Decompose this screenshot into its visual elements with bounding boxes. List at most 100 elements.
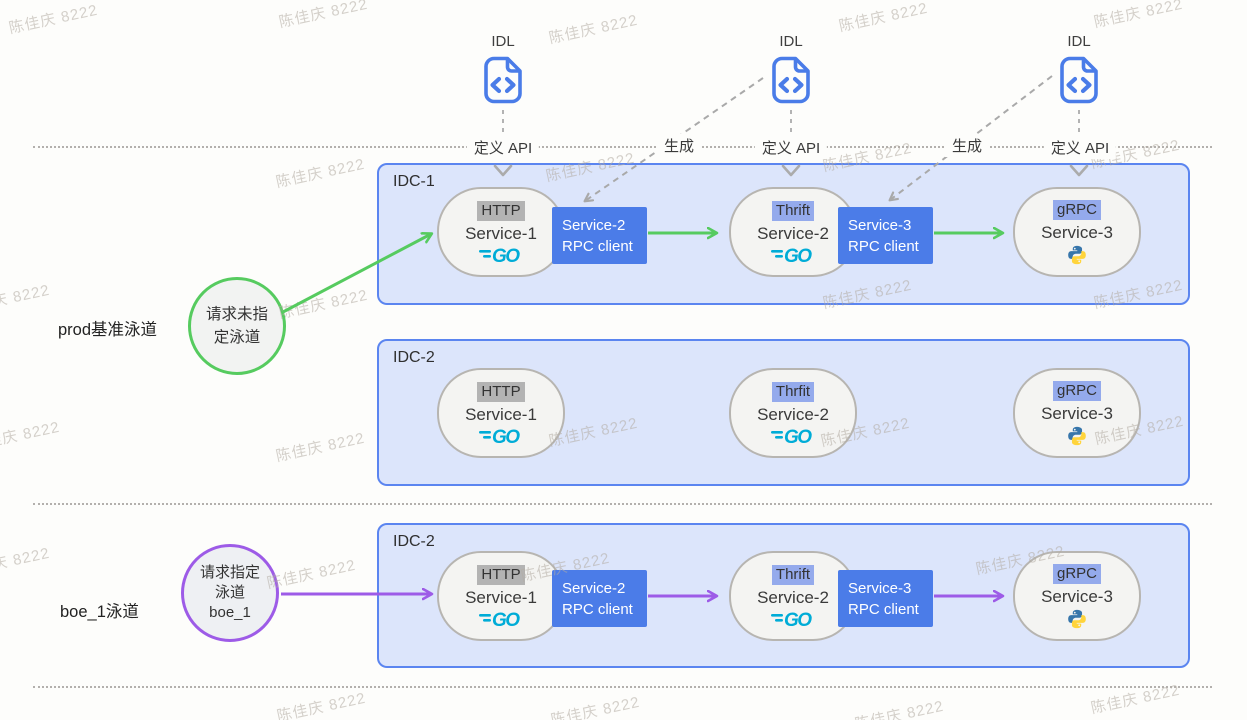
- request-circle-text: 泳道: [214, 584, 245, 601]
- idl-label: IDL: [779, 33, 803, 50]
- protocol-badge: HTTP: [477, 201, 525, 221]
- rpc-client-box: Service-2 RPC client: [552, 207, 647, 264]
- watermark: 陈佳庆 8222: [0, 418, 62, 455]
- idc-box-label: IDC-2: [393, 349, 435, 366]
- python-logo-icon: [1068, 245, 1086, 265]
- svg-text:GO: GO: [492, 246, 520, 265]
- service-node-2: Thrift Service-2 GO: [729, 551, 857, 641]
- go-logo-icon: GO: [771, 610, 814, 629]
- service-node-1: HTTP Service-1 GO: [437, 368, 565, 458]
- watermark: 陈佳庆 8222: [547, 11, 640, 48]
- watermark: 陈佳庆 8222: [7, 1, 100, 38]
- protocol-badge: Thrfit: [771, 382, 815, 402]
- protocol-badge: gRPC: [1052, 381, 1101, 401]
- rpc-client-line2: RPC client: [562, 601, 633, 618]
- rpc-client-line2: RPC client: [848, 601, 919, 618]
- service-node-2: Thrfit Service-2 GO: [729, 368, 857, 458]
- service-node-2: Thrift Service-2 GO: [729, 187, 857, 277]
- service-name: Service-1: [465, 224, 537, 243]
- protocol-badge: HTTP: [477, 382, 525, 402]
- watermark: 陈佳庆 8222: [275, 689, 368, 720]
- watermark: 陈佳庆 8222: [1092, 0, 1185, 32]
- service-name: Service-1: [465, 405, 537, 424]
- separator-line-middle: [33, 503, 1212, 505]
- idl-group-2: IDL: [761, 33, 821, 110]
- protocol-badge: HTTP: [477, 565, 525, 585]
- request-circle-prod: 请求未指 定泳道: [188, 277, 286, 375]
- request-circle-text: 请求未指: [205, 306, 268, 323]
- go-logo-icon: GO: [479, 246, 522, 265]
- rpc-client-box: Service-3 RPC client: [838, 570, 933, 627]
- request-circle-text: 请求指定: [199, 564, 260, 581]
- protocol-badge: Thrift: [771, 201, 815, 221]
- idl-file-icon: [484, 56, 522, 104]
- define-api-label-2: 定义 API: [754, 136, 828, 159]
- svg-text:GO: GO: [784, 427, 812, 446]
- watermark: 陈佳庆 8222: [0, 281, 52, 318]
- watermark: 陈佳庆 8222: [837, 0, 930, 36]
- go-logo-icon: GO: [771, 246, 814, 265]
- rpc-client-line2: RPC client: [562, 238, 633, 255]
- watermark: 陈佳庆 8222: [549, 693, 642, 720]
- idl-file-icon: [1060, 56, 1098, 104]
- service-node-3: gRPC Service-3: [1013, 551, 1141, 641]
- service-name: Service-3: [1041, 223, 1113, 242]
- protocol-badge: Thrift: [771, 565, 815, 585]
- go-logo-icon: GO: [479, 610, 522, 629]
- service-name: Service-2: [757, 224, 829, 243]
- idc-box-label: IDC-1: [393, 173, 435, 190]
- rpc-client-line1: Service-3: [848, 580, 912, 597]
- watermark: 陈佳庆 8222: [277, 0, 370, 32]
- rpc-client-box: Service-3 RPC client: [838, 207, 933, 264]
- protocol-badge: gRPC: [1052, 200, 1101, 220]
- service-node-1: HTTP Service-1 GO: [437, 551, 565, 641]
- request-circle-text: 定泳道: [213, 329, 261, 346]
- watermark: 陈佳庆 8222: [274, 429, 367, 466]
- service-name: Service-3: [1041, 404, 1113, 423]
- svg-text:GO: GO: [784, 246, 812, 265]
- watermark: 陈佳庆 8222: [1089, 681, 1182, 718]
- service-node-1: HTTP Service-1 GO: [437, 187, 565, 277]
- request-circle-boe1: 请求指定 泳道 boe_1: [181, 544, 279, 642]
- go-logo-icon: GO: [479, 427, 522, 446]
- service-name: Service-3: [1041, 587, 1113, 606]
- rpc-client-line1: Service-2: [562, 580, 626, 597]
- separator-line-bottom: [33, 686, 1212, 688]
- rpc-client-box: Service-2 RPC client: [552, 570, 647, 627]
- generate-label-1: 生成: [656, 134, 702, 157]
- watermark: 陈佳庆 8222: [274, 155, 367, 192]
- generate-label-2: 生成: [944, 134, 990, 157]
- service-name: Service-1: [465, 588, 537, 607]
- python-logo-icon: [1068, 609, 1086, 629]
- idl-label: IDL: [1067, 33, 1091, 50]
- protocol-badge: gRPC: [1052, 564, 1101, 584]
- lane-label-prod: prod基准泳道: [58, 321, 158, 339]
- python-logo-icon: [1068, 426, 1086, 446]
- service-node-3: gRPC Service-3: [1013, 368, 1141, 458]
- idc-box-2: IDC-2 HTTP Service-1 GO Thrfit Service-2…: [377, 339, 1190, 486]
- rpc-client-line1: Service-2: [562, 217, 626, 234]
- svg-text:GO: GO: [784, 610, 812, 629]
- idl-group-1: IDL: [473, 33, 533, 110]
- watermark: 陈佳庆 8222: [277, 286, 370, 323]
- request-circle-text: boe_1: [209, 604, 251, 621]
- idl-group-3: IDL: [1049, 33, 1109, 110]
- watermark: 陈佳庆 8222: [853, 697, 946, 720]
- service-node-3: gRPC Service-3: [1013, 187, 1141, 277]
- idl-label: IDL: [491, 33, 515, 50]
- idl-file-icon: [772, 56, 810, 104]
- go-logo-icon: GO: [771, 427, 814, 446]
- define-api-label-3: 定义 API: [1043, 136, 1117, 159]
- svg-text:GO: GO: [492, 610, 520, 629]
- service-name: Service-2: [757, 588, 829, 607]
- watermark: 陈佳庆 8222: [0, 544, 52, 581]
- rpc-client-line2: RPC client: [848, 238, 919, 255]
- idc-box-1: IDC-1 HTTP Service-1 GO Service-2 RPC cl…: [377, 163, 1190, 305]
- define-api-label-1: 定义 API: [466, 136, 540, 159]
- lane-label-boe1: boe_1泳道: [60, 603, 139, 621]
- separator-line-top: [33, 146, 1212, 148]
- idc-box-3: IDC-2 HTTP Service-1 GO Service-2 RPC cl…: [377, 523, 1190, 668]
- idc-box-label: IDC-2: [393, 533, 435, 550]
- svg-text:GO: GO: [492, 427, 520, 446]
